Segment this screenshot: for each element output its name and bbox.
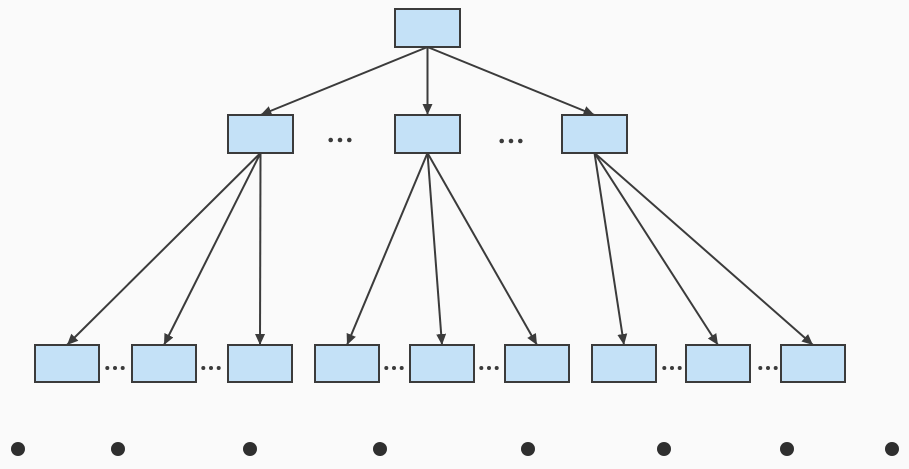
tree-edge-b2-1-b3-2: [163, 152, 262, 346]
ellipsis-4: [201, 366, 221, 370]
tree-node-b3-4: [314, 344, 380, 383]
ellipsis-dot: [216, 366, 221, 370]
ellipsis-dot: [120, 366, 125, 370]
ellipsis-3: [105, 366, 125, 370]
continuation-dot-7: [780, 442, 794, 456]
ellipsis-2: [499, 138, 523, 144]
tree-edge-b2-1-b3-3: [255, 152, 266, 346]
ellipsis-dot: [392, 366, 396, 370]
ellipsis-dot: [399, 366, 404, 370]
tree-edge-root-b2-3: [427, 46, 595, 116]
continuation-dot-5: [521, 442, 535, 456]
ellipsis-dot: [328, 137, 334, 143]
ellipsis-dot: [677, 366, 682, 370]
ellipsis-dot: [499, 138, 505, 144]
ellipsis-1: [328, 137, 352, 143]
ellipsis-dot: [384, 366, 389, 370]
continuation-dot-1: [11, 442, 25, 456]
ellipsis-dot: [209, 366, 213, 370]
tree-node-b3-7: [591, 344, 657, 383]
ellipsis-dot: [508, 138, 514, 144]
tree-node-b2-1: [227, 114, 294, 154]
tree-edge-b2-3-b3-8: [593, 152, 719, 346]
tree-edge-b2-2-b3-5: [426, 152, 447, 346]
tree-node-b3-6: [504, 344, 570, 383]
ellipsis-dot: [766, 366, 770, 370]
tree-node-b3-9: [780, 344, 846, 383]
ellipsis-dot: [758, 366, 763, 370]
ellipsis-dot: [347, 137, 352, 143]
tree-edge-b2-3-b3-7: [593, 152, 628, 346]
tree-node-b3-3: [227, 344, 293, 383]
tree-edge-b2-2-b3-4: [346, 152, 429, 346]
ellipsis-dot: [113, 366, 117, 370]
continuation-dot-4: [373, 442, 387, 456]
ellipsis-dot: [105, 366, 110, 370]
continuation-dot-2: [111, 442, 125, 456]
tree-edge-b2-3-b3-9: [593, 152, 814, 346]
continuation-dot-3: [243, 442, 257, 456]
ellipsis-dot: [773, 366, 778, 370]
tree-node-b2-3: [561, 114, 628, 154]
ellipsis-dot: [479, 366, 484, 370]
ellipsis-6: [479, 366, 499, 370]
continuation-dot-6: [657, 442, 671, 456]
tree-node-b2-2: [394, 114, 461, 154]
ellipsis-dot: [494, 366, 499, 370]
ellipsis-dot: [337, 137, 343, 143]
ellipsis-5: [384, 366, 404, 370]
tree-node-b3-8: [685, 344, 751, 383]
tree-node-b3-2: [131, 344, 197, 383]
tree-edge-root-b2-1: [260, 46, 428, 116]
ellipsis-7: [662, 366, 682, 370]
continuation-dot-8: [885, 442, 899, 456]
tree-node-b3-1: [34, 344, 100, 383]
ellipsis-8: [758, 366, 778, 370]
tree-edge-b2-2-b3-6: [426, 152, 538, 346]
ellipsis-dot: [487, 366, 491, 370]
tree-node-b3-5: [409, 344, 475, 383]
ellipsis-dot: [201, 366, 206, 370]
ellipsis-dot: [662, 366, 667, 370]
tree-edge-b2-1-b3-1: [66, 152, 262, 346]
tree-node-root: [394, 8, 461, 48]
ellipsis-dot: [518, 138, 523, 144]
ellipsis-dot: [670, 366, 674, 370]
